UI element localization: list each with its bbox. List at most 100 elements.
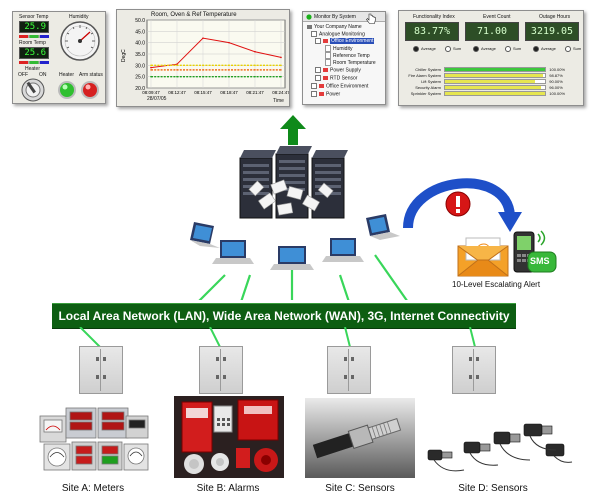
radio-sum[interactable] [564, 46, 571, 52]
bar-track [444, 73, 547, 79]
tree-item-office-environment-2[interactable]: Office Environment [311, 83, 368, 89]
data-point [228, 75, 230, 78]
network-banner: Local Area Network (LAN), Wide Area Netw… [52, 303, 516, 329]
tree-item-power[interactable]: Power [311, 91, 340, 97]
y-tick-label: 30.0 [135, 63, 145, 69]
tree-panel: Monitor By System Your Company Name Anal… [302, 11, 386, 105]
collapse-icon[interactable] [315, 38, 321, 44]
system-name: Security Alarm [415, 85, 441, 90]
data-point [202, 37, 204, 39]
page-icon [325, 45, 331, 52]
tree-item-label: Office Environment [330, 38, 375, 45]
folder-icon [323, 76, 328, 80]
system-name: Lift System [421, 79, 441, 84]
data-point [150, 64, 152, 67]
series-line [150, 37, 282, 69]
system-bar-row: Lift System 90.00% [401, 79, 581, 85]
system-bar-row: Fire Alarm System 98.87% [401, 73, 581, 79]
data-point [228, 64, 230, 67]
tree-item-label: Analogue Monitoring [319, 31, 365, 38]
system-value: 100.00% [549, 91, 566, 96]
chart-panel: Room, Oven & Ref Temperature 28/07/05 Ti… [116, 9, 290, 107]
folder-icon [323, 68, 328, 72]
x-tick-label: 08:15:47 [194, 90, 212, 95]
radio-sum[interactable] [504, 46, 511, 52]
humidity-gauge-icon [60, 21, 100, 61]
bar-fill [445, 68, 546, 72]
radio-group-functionality: Average Sum [413, 46, 461, 52]
expand-icon[interactable] [315, 75, 321, 81]
tree-item-room-temperature[interactable]: Room Temperature [325, 59, 376, 66]
expand-icon[interactable] [311, 91, 317, 97]
site-b-alarms-image [174, 396, 284, 478]
tree-item-label: Office Environment [326, 83, 369, 90]
data-point [150, 75, 152, 78]
indicators-panel: Functionality Index Event Count Outage H… [398, 10, 584, 106]
event-count-value: 71.00 [465, 22, 519, 41]
x-tick-label: 08:18:47 [220, 90, 238, 95]
data-point [254, 75, 256, 78]
expand-icon[interactable] [315, 67, 321, 73]
site-d-label: Site D: Sensors [458, 483, 528, 494]
tree-item-reference-temp[interactable]: Reference Temp [325, 52, 370, 59]
mobile-phone-icon [513, 230, 557, 273]
up-arrow-icon [280, 115, 306, 145]
radio-average[interactable] [533, 46, 539, 52]
meters-panel: Sensor Temp 25.9 Room Temp 25.6 Humidity… [12, 11, 106, 104]
page-icon [325, 59, 331, 66]
data-point [228, 69, 230, 71]
sensor-temp-readout: 25.9 [19, 21, 49, 33]
data-point [280, 56, 282, 59]
tree-item-rtd-sensor[interactable]: RTD Sensor [315, 75, 357, 81]
data-point [202, 69, 204, 71]
radio-sum[interactable] [444, 46, 451, 52]
site-a-label: Site A: Meters [61, 483, 125, 494]
heater-knob-icon[interactable] [21, 78, 45, 102]
x-tick-label: 08:21:47 [246, 90, 264, 95]
chart-time-label: Time [273, 98, 284, 104]
data-point [254, 64, 256, 67]
system-bar-row: Security Alarm 96.00% [401, 85, 581, 91]
laptop-icons [190, 214, 400, 270]
cabinet-links [79, 327, 476, 347]
outage-hours-value: 3219.05 [525, 22, 579, 41]
tree-item-office-environment[interactable]: Office Environment [315, 38, 375, 45]
data-point [176, 69, 178, 71]
site-c-sensors-image [305, 398, 415, 478]
email-envelope-icon: @ [457, 237, 509, 277]
system-value: 100.00% [549, 67, 566, 72]
y-tick-label: 40.0 [135, 41, 145, 47]
system-name: Fire Alarm System [408, 73, 441, 78]
radio-average[interactable] [413, 46, 419, 52]
folder-icon [319, 84, 324, 88]
data-point [280, 64, 282, 67]
y-tick-label: 50.0 [135, 18, 145, 24]
heater-lamp-label: Heater [59, 72, 75, 78]
expand-icon[interactable] [311, 83, 317, 89]
system-bar-row: Sprinkler System 100.00% [401, 91, 581, 97]
bar-fill [445, 86, 542, 90]
radio-label: Average [541, 46, 556, 52]
tree-item-label: Your Company Name [314, 24, 362, 30]
chart-date: 28/07/05 [147, 96, 167, 102]
functionality-index-value: 83.77% [405, 22, 459, 41]
data-point [176, 64, 178, 67]
tree-item-company[interactable]: Your Company Name [307, 24, 362, 30]
radio-average[interactable] [473, 46, 479, 52]
collapse-icon[interactable] [311, 31, 317, 37]
tree-item-analogue[interactable]: Analogue Monitoring [311, 31, 365, 37]
system-name: Chiller System [415, 67, 441, 72]
heater-switch-label: Heater [25, 66, 41, 72]
tree-item-label: Power Supply [330, 67, 361, 74]
alert-icon [445, 191, 471, 217]
data-point [254, 50, 256, 53]
tree-item-humidity[interactable]: Humidity [325, 45, 352, 52]
radio-label: Average [481, 46, 496, 52]
site-d-cabinet [452, 346, 496, 394]
tree-item-power-supply[interactable]: Power Supply [315, 67, 361, 73]
bar-fill [445, 80, 536, 84]
hand-cursor-icon [366, 13, 376, 24]
tree-item-label: Room Temperature [333, 59, 376, 66]
folder-icon [323, 39, 328, 43]
